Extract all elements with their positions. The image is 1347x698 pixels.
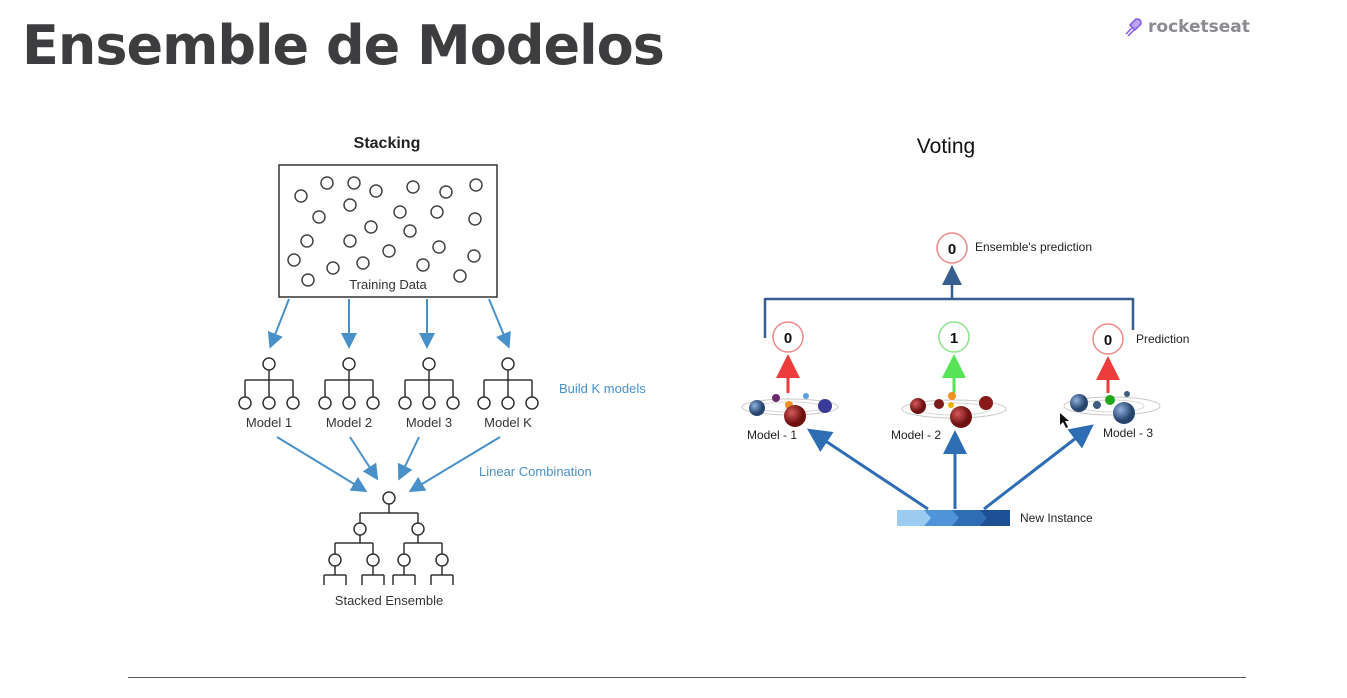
- voting-model-label-3: Model - 3: [1103, 426, 1153, 440]
- build-k-models-label: Build K models: [559, 381, 646, 396]
- brand-logo: rocketseat: [1122, 16, 1250, 38]
- prediction-label: Prediction: [1136, 332, 1189, 346]
- ensemble-prediction-value: 0: [948, 241, 956, 258]
- training-data-label: Training Data: [349, 277, 427, 292]
- model-label-2: Model 2: [326, 415, 372, 430]
- base-model-trees: [238, 357, 539, 410]
- voting-heading: Voting: [917, 135, 975, 158]
- model-1-prediction: 0: [784, 330, 792, 347]
- model-1-prediction-circle: [772, 321, 804, 353]
- divider-left: [128, 677, 683, 678]
- voting-model-label-2: Model - 2: [891, 428, 941, 442]
- model-2-prediction-circle: [938, 321, 970, 353]
- new-instance-label: New Instance: [1020, 511, 1093, 525]
- voting-diagram: Voting 0 Ensemble's prediction 0 1 0 Pre…: [741, 135, 1189, 526]
- model-tree-1: [238, 357, 300, 410]
- voting-model-label-1: Model - 1: [747, 428, 797, 442]
- ensemble-prediction-circle: [936, 232, 968, 264]
- rocket-icon: [1125, 18, 1142, 37]
- model-tree-3: [398, 357, 460, 410]
- stacking-heading: Stacking: [354, 135, 421, 152]
- model-2-cluster: [901, 392, 1007, 428]
- training-data-points: [287, 176, 483, 287]
- model-3-prediction-circle: [1092, 323, 1124, 355]
- training-arrows: [267, 298, 511, 349]
- model-3-prediction: 0: [1104, 332, 1112, 349]
- linear-combination-label: Linear Combination: [479, 464, 592, 479]
- model-label-k: Model K: [484, 415, 532, 430]
- divider-right: [683, 677, 1246, 678]
- model-3-cluster: [1060, 391, 1161, 428]
- stacked-ensemble-tree: [323, 491, 454, 585]
- stacking-diagram: Stacking Training Data: [238, 135, 646, 608]
- brand-name: rocketseat: [1148, 17, 1250, 37]
- stacked-ensemble-label: Stacked Ensemble: [335, 593, 443, 608]
- new-instance-chevrons: [897, 510, 1010, 526]
- model-tree-2: [318, 357, 380, 410]
- model-tree-k: [477, 357, 539, 410]
- model-1-cluster: [741, 393, 839, 427]
- input-arrows: [807, 424, 1094, 511]
- ensemble-prediction-label: Ensemble's prediction: [975, 240, 1092, 254]
- model-label-1: Model 1: [246, 415, 292, 430]
- page-title: Ensemble de Modelos: [22, 14, 665, 77]
- aggregation-bracket: [763, 265, 1135, 338]
- combination-arrows: [276, 436, 501, 493]
- model-label-3: Model 3: [406, 415, 452, 430]
- model-2-prediction: 1: [950, 330, 958, 347]
